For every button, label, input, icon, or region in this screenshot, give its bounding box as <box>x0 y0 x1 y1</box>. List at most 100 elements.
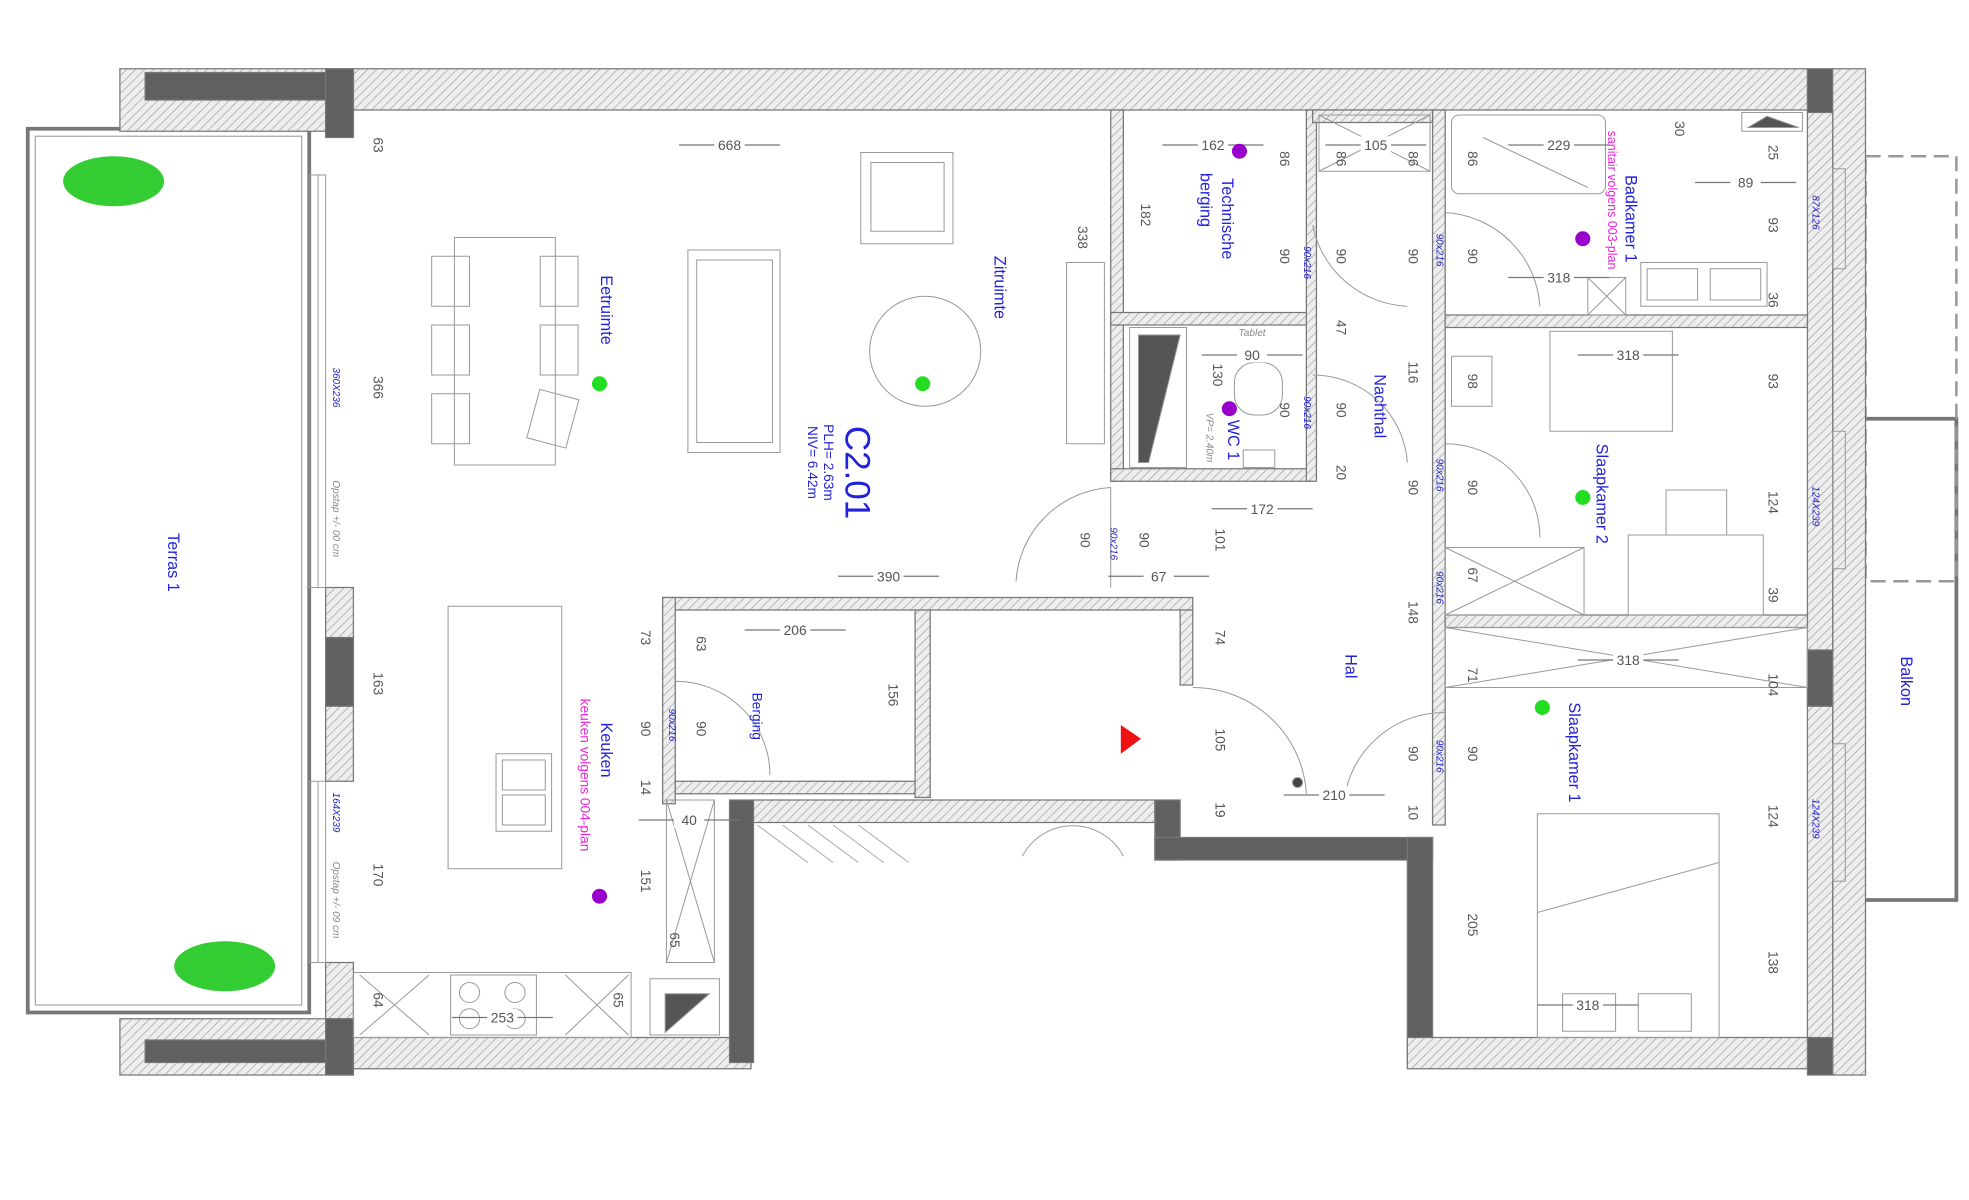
door-size-label: 90x216 <box>666 709 677 742</box>
room-nachthal: Nachthal <box>1370 374 1388 438</box>
dimension-label: 63 <box>694 636 710 652</box>
dimension-label: 90 <box>1465 746 1481 762</box>
room-berging: Berging <box>749 693 765 740</box>
dimension-label: 86 <box>1406 151 1422 167</box>
dimension-label: 65 <box>610 992 626 1008</box>
badkamer-note: sanitair volgens 003-plan <box>1605 131 1619 270</box>
room-technische-berging: Technische <box>1218 178 1236 259</box>
dimension-label: 366 <box>371 376 387 399</box>
dimension-label: 93 <box>1765 217 1781 233</box>
dimension-label: 229 <box>1547 137 1570 153</box>
green-marker <box>1575 490 1591 505</box>
window-door-annotations: 360X236164X23987X126124X239124X239Opstap… <box>330 195 1820 938</box>
door-size-label: 90x216 <box>1301 396 1312 429</box>
opstap-label: Opstap +/- 00 cm <box>330 480 341 557</box>
unit-niv: NIV= 6.42m <box>805 426 821 499</box>
coffee-table <box>869 295 982 407</box>
furniture <box>352 112 1808 1038</box>
dimension-label: 101 <box>1212 529 1228 552</box>
green-marker <box>1534 700 1550 715</box>
bed-2 <box>1549 330 1673 432</box>
door-size-label: 90x216 <box>1301 246 1312 279</box>
walls <box>119 68 1867 1076</box>
dimension-label: 19 <box>1212 802 1228 818</box>
dimension-label: 64 <box>371 992 387 1008</box>
dimension-label: 124 <box>1765 491 1781 514</box>
keuken-note: keuken volgens 004-plan <box>578 699 594 852</box>
dimension-label: 148 <box>1406 601 1422 624</box>
window-size-label: 360X236 <box>330 368 341 408</box>
dimension-label: 86 <box>1334 151 1350 167</box>
dimension-label: 71 <box>1465 667 1481 682</box>
dimension-label: 90 <box>1465 480 1481 496</box>
room-labels: Terras 1 Eetruimte Zitruimte C2.01 PLH= … <box>164 131 1915 852</box>
dimension-label: 90 <box>1244 347 1260 363</box>
room-wc: WC 1 <box>1224 420 1242 461</box>
room-badkamer: Badkamer 1 <box>1622 175 1640 263</box>
dimension-label: 163 <box>371 672 387 695</box>
dimension-label: 124 <box>1765 805 1781 828</box>
hob <box>450 974 537 1036</box>
window-size-label: 164X239 <box>330 793 341 833</box>
tv-unit <box>1066 262 1105 445</box>
dimension-label: 90 <box>1277 249 1293 265</box>
dimension-label: 39 <box>1765 587 1781 603</box>
wc-note: VP= 2.40m <box>1204 413 1215 463</box>
room-balkon: Balkon <box>1897 656 1915 706</box>
dimension-label: 65 <box>667 932 683 948</box>
dimension-label: 67 <box>1151 568 1166 584</box>
dimension-label: 338 <box>1075 226 1091 249</box>
door-size-label: 90x216 <box>1433 234 1444 267</box>
window-size-label: 124X239 <box>1809 486 1820 526</box>
dimension-label: 93 <box>1765 374 1781 390</box>
dimension-label: 73 <box>638 630 654 646</box>
opstap-label: Opstap +/- 09 cm <box>330 862 341 939</box>
dimension-label: 206 <box>784 622 807 638</box>
room-keuken: Keuken <box>597 722 615 777</box>
door-size-label: 90x216 <box>1433 459 1444 492</box>
dimension-label: 104 <box>1765 674 1781 697</box>
bathtub <box>1451 114 1606 195</box>
dimension-label: 90 <box>1334 402 1350 418</box>
purple-marker <box>591 888 608 904</box>
dimension-label: 151 <box>638 870 654 893</box>
tablet-label: Tablet <box>1239 328 1267 339</box>
window-size-label: 124X239 <box>1809 799 1820 839</box>
dimension-label: 156 <box>886 684 902 707</box>
dimension-label: 67 <box>1465 567 1481 582</box>
dimension-label: 182 <box>1138 204 1154 227</box>
room-eetruimte: Eetruimte <box>597 275 615 344</box>
dimension-label: 90 <box>1406 249 1422 265</box>
dimension-label: 98 <box>1465 374 1481 390</box>
dimension-label: 116 <box>1406 362 1422 384</box>
dimension-label: 20 <box>1334 465 1350 481</box>
dimension-label: 25 <box>1765 145 1781 161</box>
dimension-label: 86 <box>1277 151 1293 167</box>
dimension-label: 172 <box>1251 501 1274 517</box>
door-size-label: 90x216 <box>1433 571 1444 604</box>
door-size-label: 90x216 <box>1108 527 1119 560</box>
dimension-label: 318 <box>1547 270 1570 286</box>
purple-marker <box>1575 231 1591 247</box>
dimension-label: 90 <box>1137 532 1153 548</box>
dimension-label: 90 <box>1406 746 1422 762</box>
kitchen-counter <box>352 972 632 1038</box>
dimension-label: 86 <box>1465 151 1481 167</box>
entrance-arrow-icon <box>1120 725 1142 754</box>
dimension-label: 105 <box>1212 729 1228 752</box>
dimension-label: 10 <box>1406 805 1422 821</box>
dining-table <box>453 237 556 466</box>
unit-plh: PLH= 2.63m <box>821 424 837 501</box>
dimension-label: 162 <box>1201 137 1224 153</box>
dimension-label: 318 <box>1576 997 1599 1013</box>
dimension-label: 318 <box>1617 347 1640 363</box>
dimension-label: 63 <box>371 137 387 153</box>
room-technische-berging-2: berging <box>1196 173 1214 227</box>
dimension-label: 30 <box>1672 121 1688 137</box>
dimension-label: 130 <box>1210 364 1226 387</box>
unit-code: C2.01 <box>838 426 877 519</box>
doors <box>675 212 1541 801</box>
markers <box>591 143 1591 904</box>
